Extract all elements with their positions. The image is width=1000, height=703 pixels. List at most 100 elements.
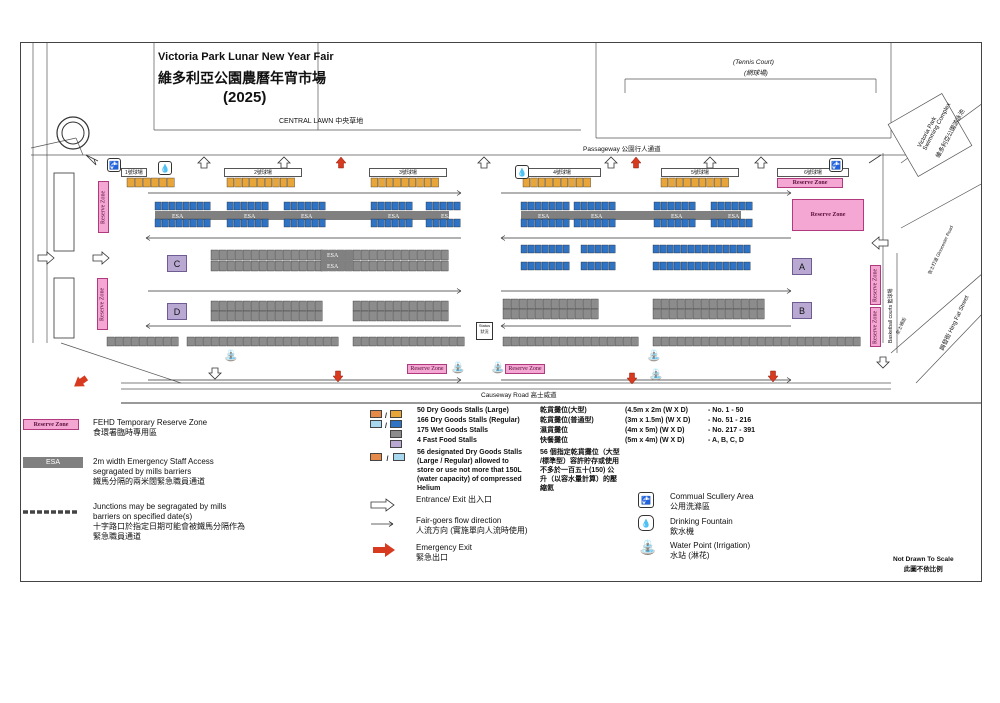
wet-stall (724, 298, 733, 310)
esa-label: ESA (244, 214, 256, 220)
regular-stall (660, 201, 668, 211)
regular-stall (370, 218, 378, 228)
wet-stall (748, 308, 757, 320)
regular-stall (261, 218, 269, 228)
regular-stall (247, 218, 255, 228)
wet-stall (432, 300, 441, 312)
wet-stall (266, 249, 275, 261)
esa-label: ESA (538, 214, 550, 220)
wet-stall (368, 249, 377, 261)
entrance-arrow-icon (85, 154, 99, 166)
stall-swatch (370, 435, 402, 453)
regular-stall (154, 218, 162, 228)
legend-entrance-zh: 出入口 (468, 495, 493, 504)
wet-stall (194, 336, 203, 347)
regular-stall (548, 261, 556, 271)
regular-stall (168, 218, 176, 228)
regular-stall (687, 261, 695, 271)
legend-flow-en: Fair-goers flow direction (416, 516, 502, 525)
stall-swatch-slash: / (385, 413, 387, 420)
regular-stall (674, 218, 682, 228)
east-diagonal (890, 274, 981, 354)
entrance-arrow-icon (197, 156, 211, 169)
wet-stall (550, 308, 559, 320)
passageway-label: Passageway 公園行人通道 (583, 146, 661, 153)
regular-stall (717, 218, 725, 228)
wet-stall (258, 300, 267, 312)
wet-stall (836, 336, 845, 347)
wet-stall (708, 298, 717, 310)
regular-stall (562, 261, 570, 271)
regular-stall (297, 201, 305, 211)
legend-junction-zh1: 十字路口於指定日期可能會被鐵馬分隔作為 (93, 522, 245, 531)
wet-stall (708, 336, 717, 347)
reserve-zone-west-upper: Reserve Zone (98, 181, 109, 233)
legend-water-point-zh: 水站 (淋花) (670, 551, 710, 560)
esa-label: ESA (327, 264, 339, 270)
entrance-arrow-icon (277, 156, 291, 169)
wet-stall (542, 298, 551, 310)
regular-stall (715, 244, 723, 254)
wet-stall (226, 336, 235, 347)
not-to-scale-note: Not Drawn To Scale 此圖不依比例 (893, 556, 954, 573)
wet-stall (660, 308, 669, 320)
wet-stall (510, 336, 519, 347)
fast-food-zone-d: D (167, 303, 187, 320)
regular-stall (573, 218, 581, 228)
regular-stall (182, 218, 190, 228)
flow-arrow-head (456, 288, 462, 294)
legend-water-point-en: Water Point (Irrigation) (670, 541, 751, 550)
regular-stall (681, 201, 689, 211)
wet-stall (376, 249, 385, 261)
wet-stall (130, 336, 139, 347)
esa-label: ESA (301, 214, 313, 220)
status-booth-label: Status (478, 323, 491, 328)
legend-entrance-en: Entrance/ Exit (416, 495, 466, 504)
wet-stall (392, 336, 401, 347)
regular-stall (240, 201, 248, 211)
tennis-court-label: (Tennis Court) (733, 59, 774, 66)
regular-stall (555, 218, 563, 228)
wet-stall (448, 336, 457, 347)
flow-arrow-head (786, 190, 792, 196)
large-stall (660, 177, 668, 188)
wet-stall (660, 336, 669, 347)
esa-band (155, 211, 415, 220)
regular-stall (247, 201, 255, 211)
regular-stall (154, 201, 162, 211)
entrance-arrow-icon (754, 156, 768, 169)
regular-stall (594, 201, 602, 211)
stall-numbers: - A, B, C, D (708, 437, 744, 444)
legend-esa-swatch: ESA (23, 457, 83, 468)
regular-stall (541, 218, 549, 228)
regular-stall (681, 218, 689, 228)
wet-stall (234, 300, 243, 312)
wet-stall (242, 310, 251, 322)
wet-stall (684, 298, 693, 310)
regular-stall (446, 201, 454, 211)
swimming-complex-outline (887, 93, 973, 177)
stall-type-swatch (389, 439, 402, 448)
wet-stall (550, 298, 559, 310)
regular-stall (715, 261, 723, 271)
wet-stall (234, 336, 243, 347)
wet-stall (756, 308, 765, 320)
regular-stall (587, 261, 595, 271)
legend-entrance-text: Entrance/ Exit 出入口 (416, 495, 492, 505)
emergency-exit-arrow-icon (630, 156, 642, 169)
wet-stall (274, 300, 283, 312)
designated-slash: / (386, 456, 389, 463)
status-booth: Status 狀況 (476, 322, 493, 340)
wet-stall (250, 249, 259, 261)
wet-stall (290, 300, 299, 312)
regular-stall (736, 261, 744, 271)
esa-label: ESA (728, 214, 740, 220)
wet-stall (298, 300, 307, 312)
wet-stall (210, 336, 219, 347)
wet-stall (218, 336, 227, 347)
court-label-1: 1號球場 (121, 168, 147, 177)
regular-stall (555, 244, 563, 254)
wet-stall (676, 298, 685, 310)
